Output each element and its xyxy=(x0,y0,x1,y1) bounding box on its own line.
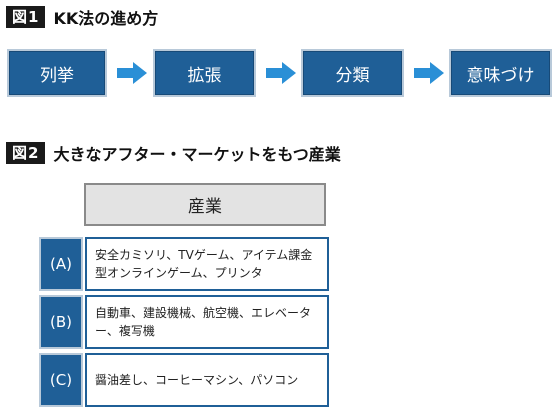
industry-row-b: (B) 自動車、建設機械、航空機、エレベーター、複写機 xyxy=(39,295,329,349)
row-label: (A) xyxy=(39,237,83,291)
industry-row-c: (C) 醤油差し、コーヒーマシン、パソコン xyxy=(39,353,329,407)
arrow-right-icon xyxy=(414,62,444,84)
figure1-tag: 図1 xyxy=(6,6,46,28)
figure1-heading: 図1 KK法の進め方 xyxy=(6,5,158,29)
row-label: (B) xyxy=(39,295,83,349)
arrow-right-icon xyxy=(117,62,147,84)
row-label: (C) xyxy=(39,353,83,407)
row-description: 安全カミソリ、TVゲーム、アイテム課金型オンラインゲーム、プリンタ xyxy=(85,237,329,291)
step-classify: 分類 xyxy=(301,49,404,97)
industry-row-a: (A) 安全カミソリ、TVゲーム、アイテム課金型オンラインゲーム、プリンタ xyxy=(39,237,329,291)
step-enumerate: 列挙 xyxy=(7,49,107,97)
row-description: 自動車、建設機械、航空機、エレベーター、複写機 xyxy=(85,295,329,349)
step-meaning: 意味づけ xyxy=(449,49,552,97)
step-expand: 拡張 xyxy=(153,49,256,97)
figure2-title: 大きなアフター・マーケットをもつ産業 xyxy=(53,145,341,164)
arrow-right-icon xyxy=(266,62,296,84)
figure2-heading: 図2 大きなアフター・マーケットをもつ産業 xyxy=(6,141,341,165)
row-description: 醤油差し、コーヒーマシン、パソコン xyxy=(85,353,329,407)
industry-header: 産業 xyxy=(84,183,326,226)
figure1-title: KK法の進め方 xyxy=(53,9,159,28)
figure2-tag: 図2 xyxy=(6,142,46,164)
